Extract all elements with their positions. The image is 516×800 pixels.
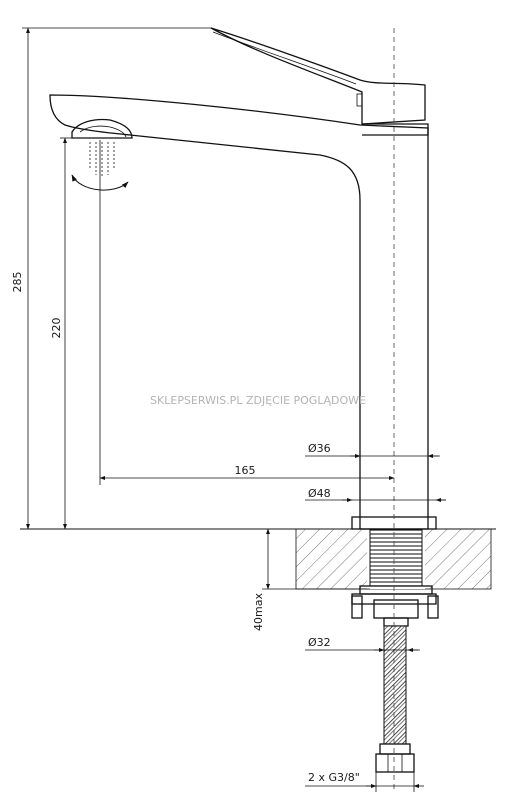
- flexible-hose: [375, 625, 415, 773]
- dimension-total-height: 285: [11, 27, 212, 530]
- dimension-spout-height: 220: [50, 137, 75, 530]
- total-height-label: 285: [11, 272, 24, 293]
- rotation-arrow-icon: [71, 174, 129, 191]
- mounting-depth-label: 40max: [252, 593, 265, 631]
- reach-label: 165: [235, 464, 256, 477]
- dimension-shank-diameter: Ø32: [305, 636, 420, 652]
- faucet-body: [49, 27, 437, 530]
- countertop: [20, 528, 496, 590]
- dimension-mounting-depth: 40max: [252, 528, 370, 631]
- dimension-hose-connection: 2 x G3/8": [305, 771, 424, 792]
- dimension-body-diameter: Ø36: [305, 442, 440, 458]
- spout-height-label: 220: [50, 318, 63, 339]
- hose-connection-label: 2 x G3/8": [308, 771, 360, 784]
- water-spray-icon: [89, 142, 115, 178]
- watermark-text: SKLEPSERWIS.PL ZDJĘCIE POGLĄDOWE: [150, 394, 366, 407]
- base-diameter-label: Ø48: [308, 487, 331, 500]
- threaded-shank: [351, 529, 439, 627]
- body-diameter-label: Ø36: [308, 442, 331, 455]
- dimension-base-diameter: Ø48: [305, 487, 446, 502]
- shank-diameter-label: Ø32: [308, 636, 331, 649]
- dimension-reach: 165: [99, 140, 395, 485]
